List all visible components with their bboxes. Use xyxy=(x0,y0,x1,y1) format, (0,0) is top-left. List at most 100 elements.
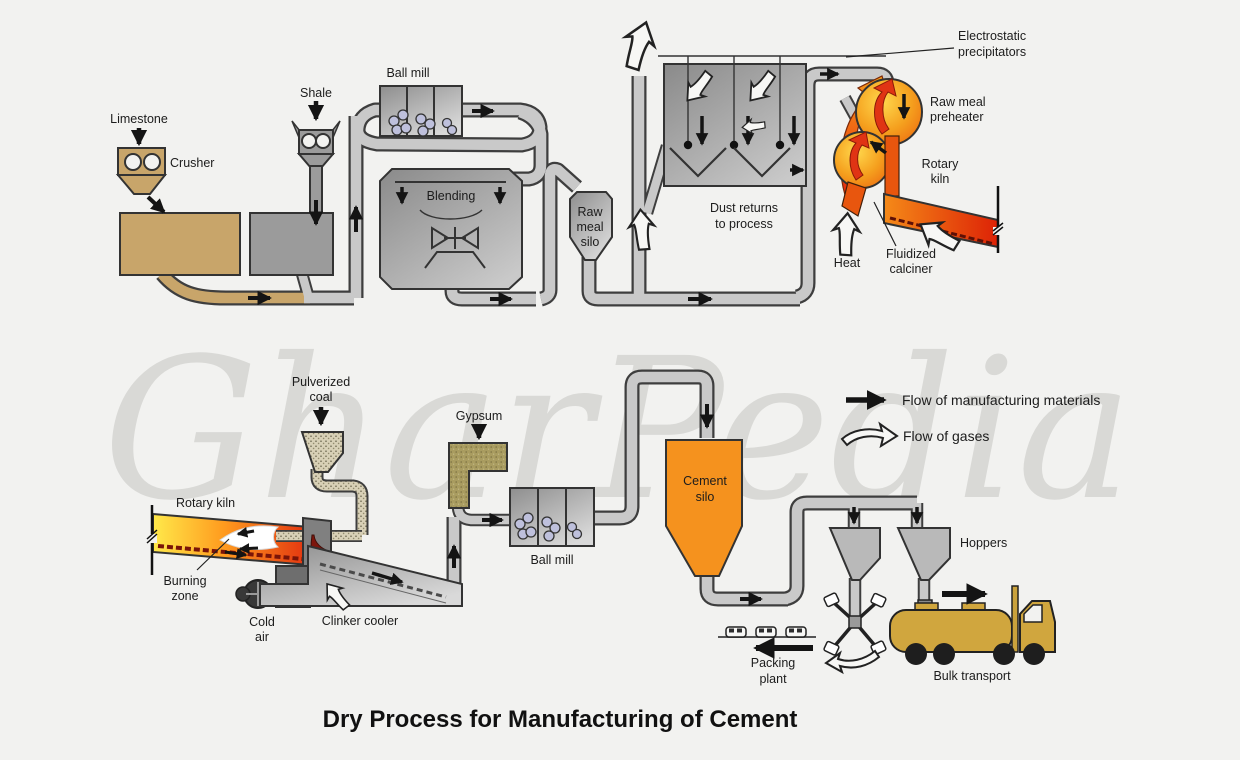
svg-text:precipitators: precipitators xyxy=(958,45,1026,59)
label-ball-mill-bottom: Ball mill xyxy=(530,553,573,567)
label-crusher: Crusher xyxy=(170,156,214,170)
cab-window-icon xyxy=(1023,604,1043,623)
ball-mill-top xyxy=(379,85,463,137)
pointer-line xyxy=(873,201,897,247)
label-blending: Blending xyxy=(427,189,476,203)
blending-unit xyxy=(379,168,523,290)
svg-text:kiln: kiln xyxy=(931,172,950,186)
label-limestone: Limestone xyxy=(110,112,168,126)
wheel-icon xyxy=(905,643,927,665)
label-raw-meal-silo: Raw xyxy=(577,205,603,219)
label-pulverized-coal: Pulverized xyxy=(292,375,350,389)
material-flow-arrow xyxy=(224,548,248,560)
watermark: GharPedia xyxy=(103,316,1133,543)
break-mark-icon xyxy=(992,222,1004,236)
cement-bag-icon xyxy=(823,592,840,608)
legend: Flow of manufacturing materials Flow of … xyxy=(840,390,1100,449)
svg-text:air: air xyxy=(255,630,269,644)
electrode-icon xyxy=(683,140,693,150)
material-flow-arrows xyxy=(130,67,988,607)
material-flow-arrow xyxy=(146,195,166,214)
svg-text:zone: zone xyxy=(171,589,198,603)
pulverized-coal-hopper xyxy=(300,431,344,473)
hopper-icon xyxy=(896,527,951,581)
legend-gases-label: Flow of gases xyxy=(903,428,989,444)
label-raw-meal-preheater: Raw meal xyxy=(930,95,986,109)
shale-storage-bin xyxy=(249,212,334,276)
blender-valve-icon xyxy=(431,226,479,250)
svg-text:calciner: calciner xyxy=(889,262,932,276)
cement-silo xyxy=(665,439,743,577)
clinker-cooler xyxy=(259,544,463,607)
bulk-transport-truck xyxy=(889,585,1056,665)
material-flow-arrow xyxy=(236,526,255,538)
pointer-line xyxy=(196,538,230,571)
material-flow-arrow xyxy=(371,571,404,585)
hot-gas-arrow-icon xyxy=(872,78,897,135)
label-fluidized-calciner: Fluidized xyxy=(886,247,936,261)
crusher-roller-icon xyxy=(143,153,161,171)
legend-gas-arrow-icon xyxy=(840,421,899,449)
label-cold-air: Cold xyxy=(249,615,275,629)
raw-meal-preheater xyxy=(833,75,923,217)
legend-materials-label: Flow of manufacturing materials xyxy=(902,392,1100,408)
rotary-kiln-top xyxy=(883,186,1004,253)
ball-mill-bottom xyxy=(509,487,595,547)
gas-flow-arrow xyxy=(824,649,881,675)
gas-flow-arrow xyxy=(830,211,862,257)
svg-text:to process: to process xyxy=(715,217,773,231)
label-electrostatic-precipitators: Electrostatic xyxy=(958,29,1026,43)
cooler-grate-icon xyxy=(319,562,447,599)
material-flow-arrow xyxy=(869,140,888,155)
hoppers xyxy=(828,527,951,581)
svg-text:plant: plant xyxy=(759,672,787,686)
wheel-icon xyxy=(933,643,955,665)
cement-bag-icon xyxy=(785,626,807,638)
hopper-icon xyxy=(828,527,881,581)
raw-meal-silo xyxy=(569,191,613,261)
electrode-icon xyxy=(729,140,739,150)
limestone-crusher xyxy=(115,147,168,195)
label-gypsum: Gypsum xyxy=(456,409,503,423)
electrode-icon xyxy=(775,140,785,150)
hot-gas-arrow-icon xyxy=(847,131,870,181)
wheel-icon xyxy=(993,643,1015,665)
cement-bag-icon xyxy=(755,626,777,638)
exhaust-stack-icon xyxy=(1011,585,1019,653)
svg-text:silo: silo xyxy=(581,235,600,249)
cement-bag-icon xyxy=(725,626,747,638)
limestone-storage-bin xyxy=(119,212,241,276)
label-burning-zone: Burning xyxy=(163,574,206,588)
shale-crusher xyxy=(291,120,341,216)
label-heat: Heat xyxy=(834,256,861,270)
label-rotary-kiln-top: Rotary xyxy=(922,157,960,171)
label-cement-silo: Cement xyxy=(683,474,727,488)
coal-feed-pipe xyxy=(310,469,369,535)
label-shale: Shale xyxy=(300,86,332,100)
label-clinker-cooler: Clinker cooler xyxy=(322,614,398,628)
crusher-roller-icon xyxy=(301,133,317,149)
grinding-balls-icon xyxy=(514,512,583,542)
grinding-balls-icon xyxy=(388,109,458,137)
svg-text:preheater: preheater xyxy=(930,110,984,124)
diagram-labels: Limestone Crusher Shale Ball mill Blendi… xyxy=(110,29,1026,686)
rotary-packer xyxy=(823,592,887,675)
pointer-line xyxy=(845,47,955,58)
label-bulk-transport: Bulk transport xyxy=(933,669,1011,683)
label-rotary-kiln-bottom: Rotary kiln xyxy=(176,496,235,510)
wheel-icon xyxy=(1023,643,1045,665)
svg-text:silo: silo xyxy=(696,490,715,504)
label-packing-plant: Packing xyxy=(751,656,796,670)
svg-text:meal: meal xyxy=(576,220,603,234)
gas-flow-arrow xyxy=(615,16,662,74)
crusher-roller-icon xyxy=(124,153,142,171)
break-mark-icon xyxy=(146,529,158,544)
material-flow-arrow xyxy=(238,543,259,554)
svg-text:coal: coal xyxy=(310,390,333,404)
page-title: Dry Process for Manufacturing of Cement xyxy=(323,706,798,733)
label-ball-mill-top: Ball mill xyxy=(386,66,429,80)
cement-bag-icon xyxy=(823,640,840,656)
packing-conveyor xyxy=(718,626,816,659)
